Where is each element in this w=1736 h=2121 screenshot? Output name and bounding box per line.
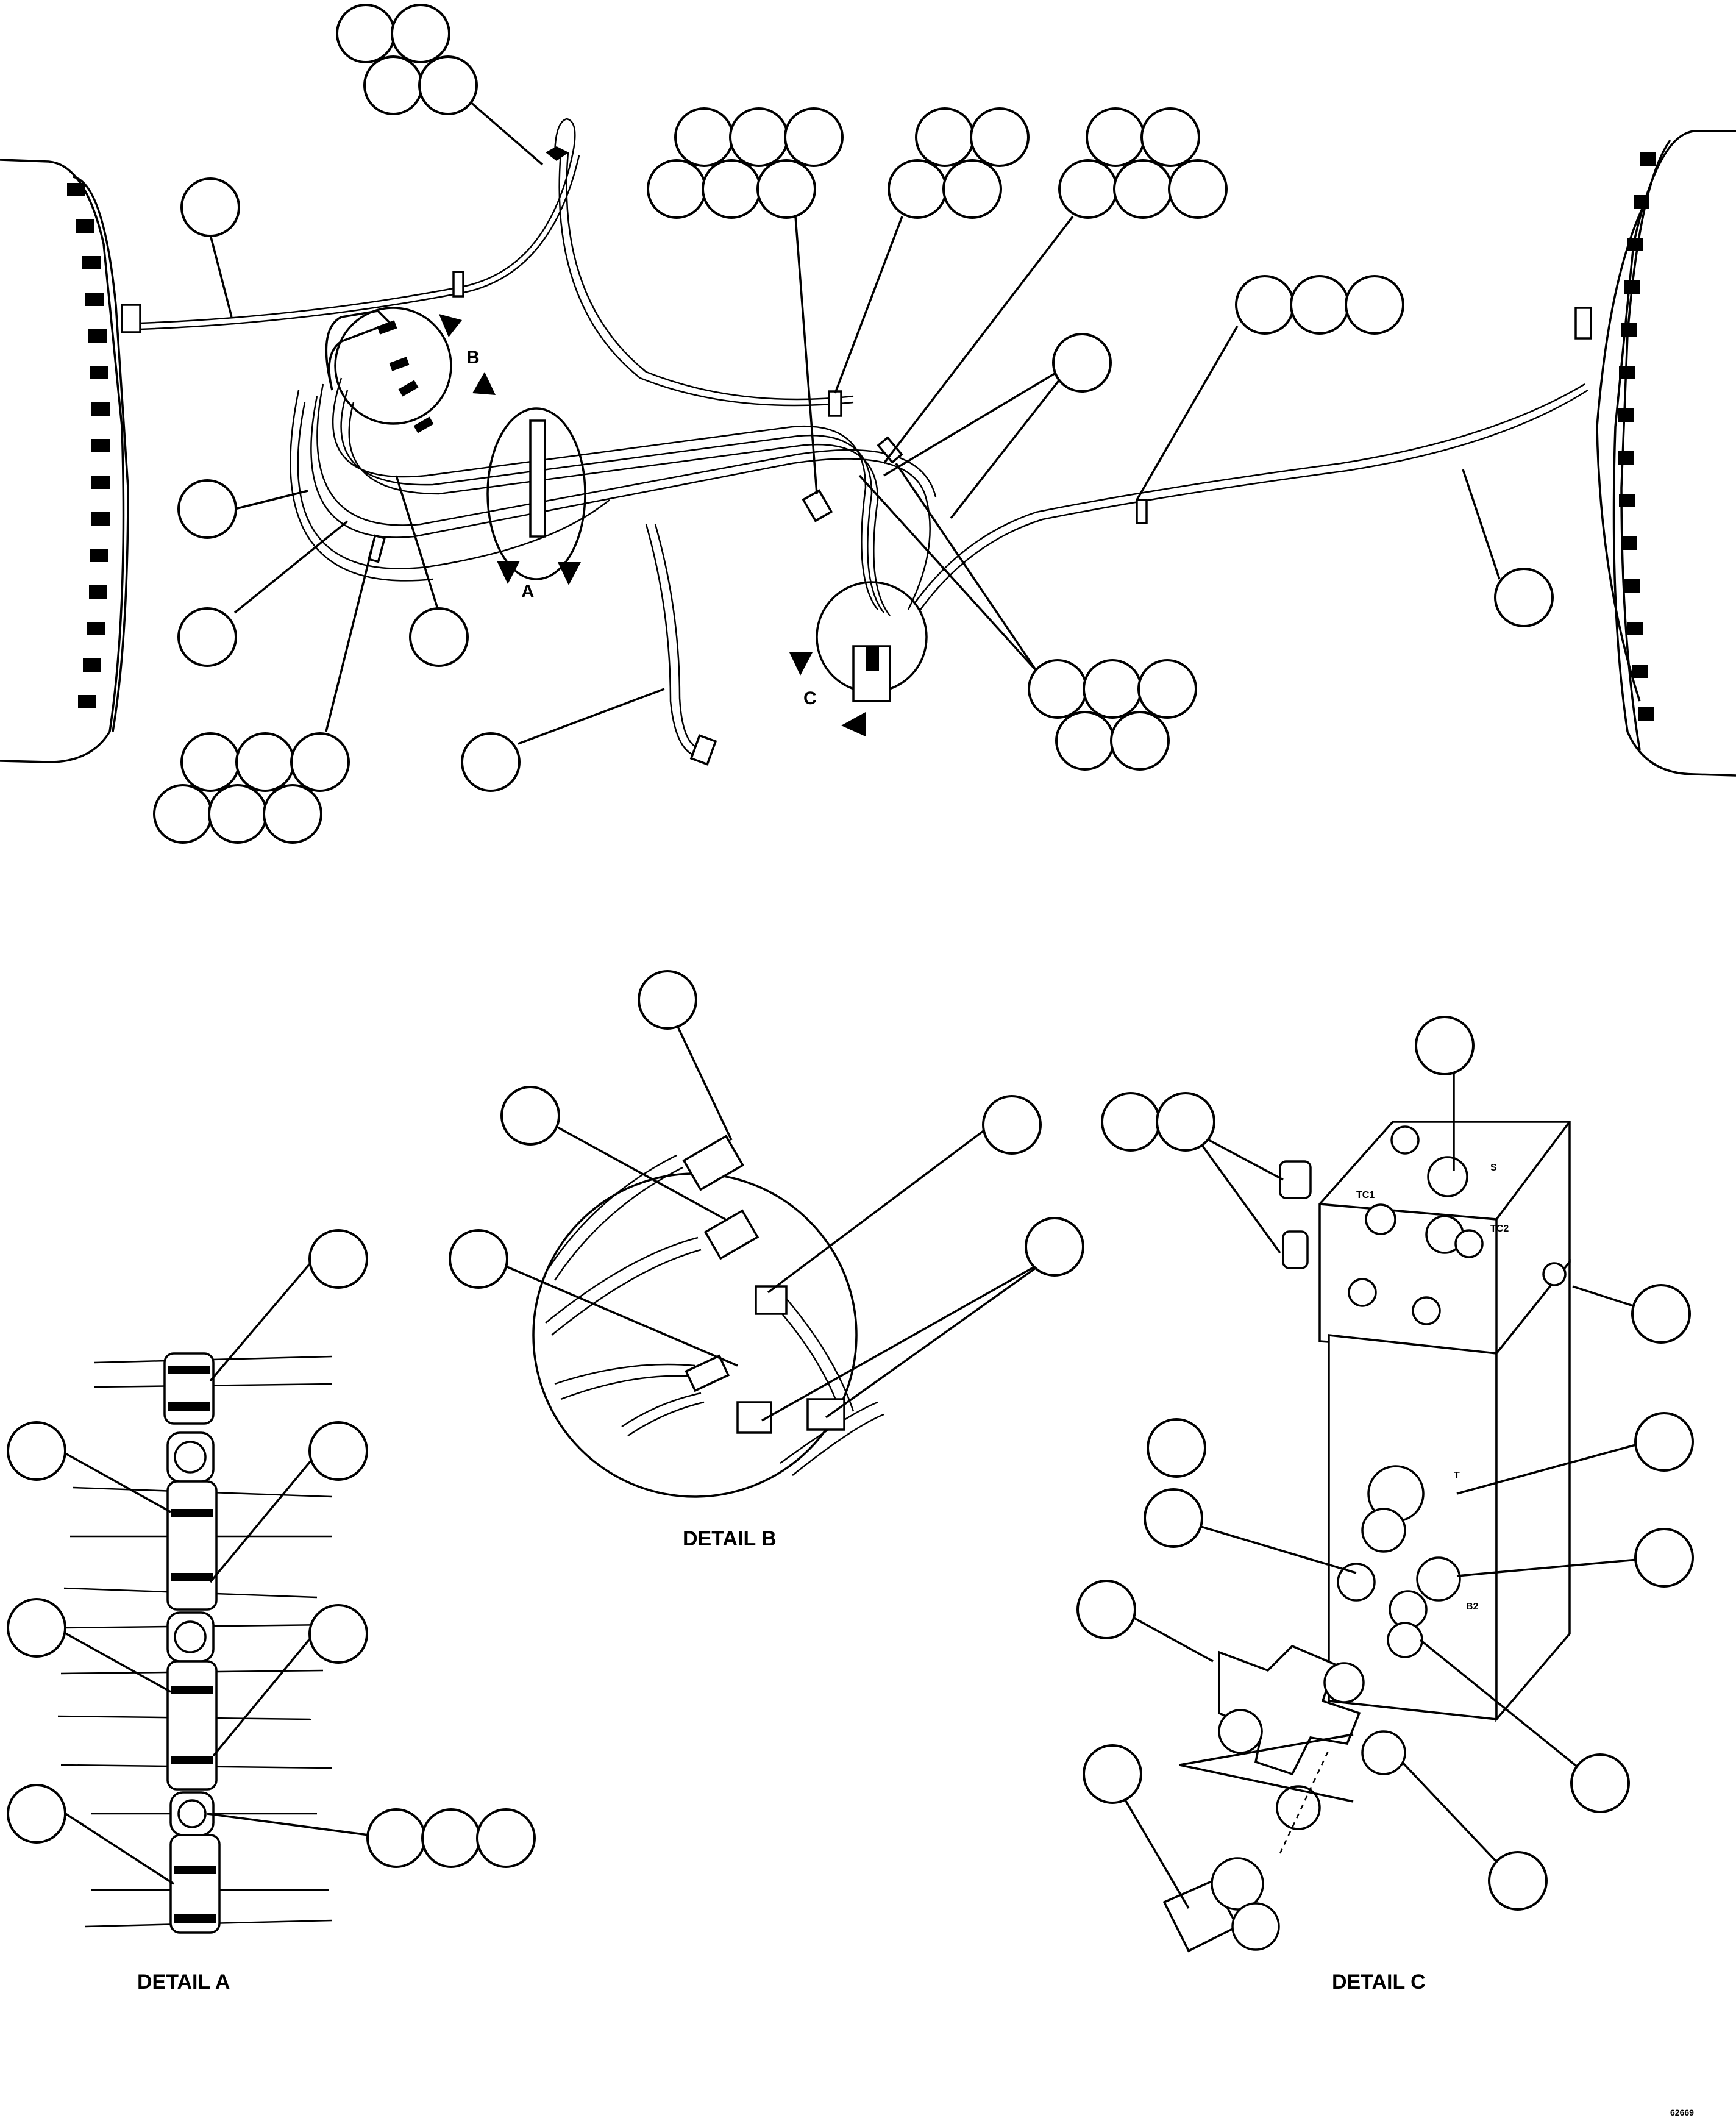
view-marker-b: B [466, 348, 480, 368]
port-marking-tc1: TC1 [1356, 1190, 1375, 1200]
view-arrows: B A C [439, 314, 866, 736]
right-wheel-hub [1574, 130, 1736, 777]
left-wheel-hub [0, 159, 141, 763]
detail-c-caption: DETAIL C [1332, 1970, 1426, 1994]
port-marking-b2: B2 [1466, 1602, 1479, 1612]
figure-number: 62669 [1670, 2108, 1694, 2117]
detail-a-caption: DETAIL A [137, 1970, 230, 1994]
view-marker-a: A [521, 582, 535, 602]
detail-a-hose-clamp-stack [7, 1229, 536, 1934]
port-marking-t: T [1454, 1470, 1460, 1481]
detail-b-hose-fittings [449, 970, 1084, 1498]
detail-b-caption: DETAIL B [683, 1527, 777, 1550]
detail-callout-circles [325, 307, 928, 702]
detail-c-valve-block: S TC1 TC2 T B2 [1076, 1016, 1694, 1953]
port-marking-tc2: TC2 [1490, 1224, 1509, 1234]
port-marking-s: S [1490, 1163, 1497, 1173]
top-index-bubbles [153, 4, 1554, 844]
top-leader-lines [209, 84, 1501, 745]
view-marker-c: C [803, 688, 817, 708]
brake-hoses [140, 118, 1588, 766]
